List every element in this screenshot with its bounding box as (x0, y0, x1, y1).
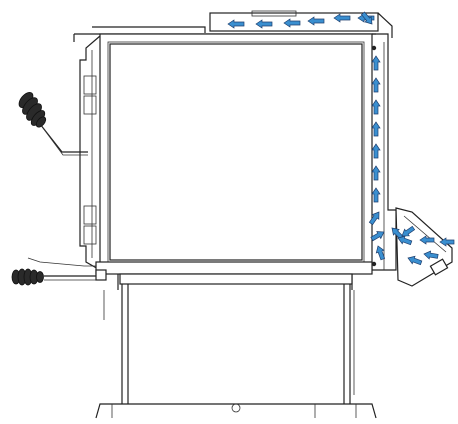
airflow-arrows-top (227, 11, 375, 29)
arrow-rear-1 (371, 55, 381, 71)
arrow-rear-10 (375, 245, 386, 261)
arrow-rear-7 (371, 187, 381, 203)
ash-lever-handle (11, 257, 107, 286)
arrow-rear-5 (371, 143, 381, 159)
arrow-top-2 (333, 13, 351, 23)
arrow-rear-3 (371, 99, 381, 115)
arrow-inlet-1 (401, 225, 416, 237)
arrow-top-6 (227, 19, 245, 29)
arrow-rear-12 (397, 235, 413, 246)
arrow-top-4 (283, 18, 301, 28)
arrow-inlet-2 (419, 235, 435, 245)
arrow-top-5 (255, 19, 273, 29)
arrow-rear-8 (368, 211, 380, 226)
arrow-rear-2 (371, 77, 381, 93)
arrow-corner (360, 11, 373, 25)
door-handle (18, 91, 88, 156)
arrow-rear-4 (371, 121, 381, 137)
arrow-inlet-3 (423, 250, 439, 260)
ash-lever-grip (11, 268, 44, 286)
arrow-top-3 (307, 16, 325, 26)
airflow-arrows-inlet (401, 225, 455, 266)
arrow-rear-6 (371, 165, 381, 181)
pedestal-legs (95, 273, 377, 419)
door-handle-grip (18, 91, 47, 128)
arrow-inlet-5 (439, 237, 455, 247)
arrow-inlet-4 (407, 255, 423, 266)
arrow-rear-9 (370, 231, 385, 242)
airflow-arrows-rear (368, 55, 413, 261)
stove-body (79, 33, 373, 290)
rear-air-inlet (395, 207, 453, 287)
